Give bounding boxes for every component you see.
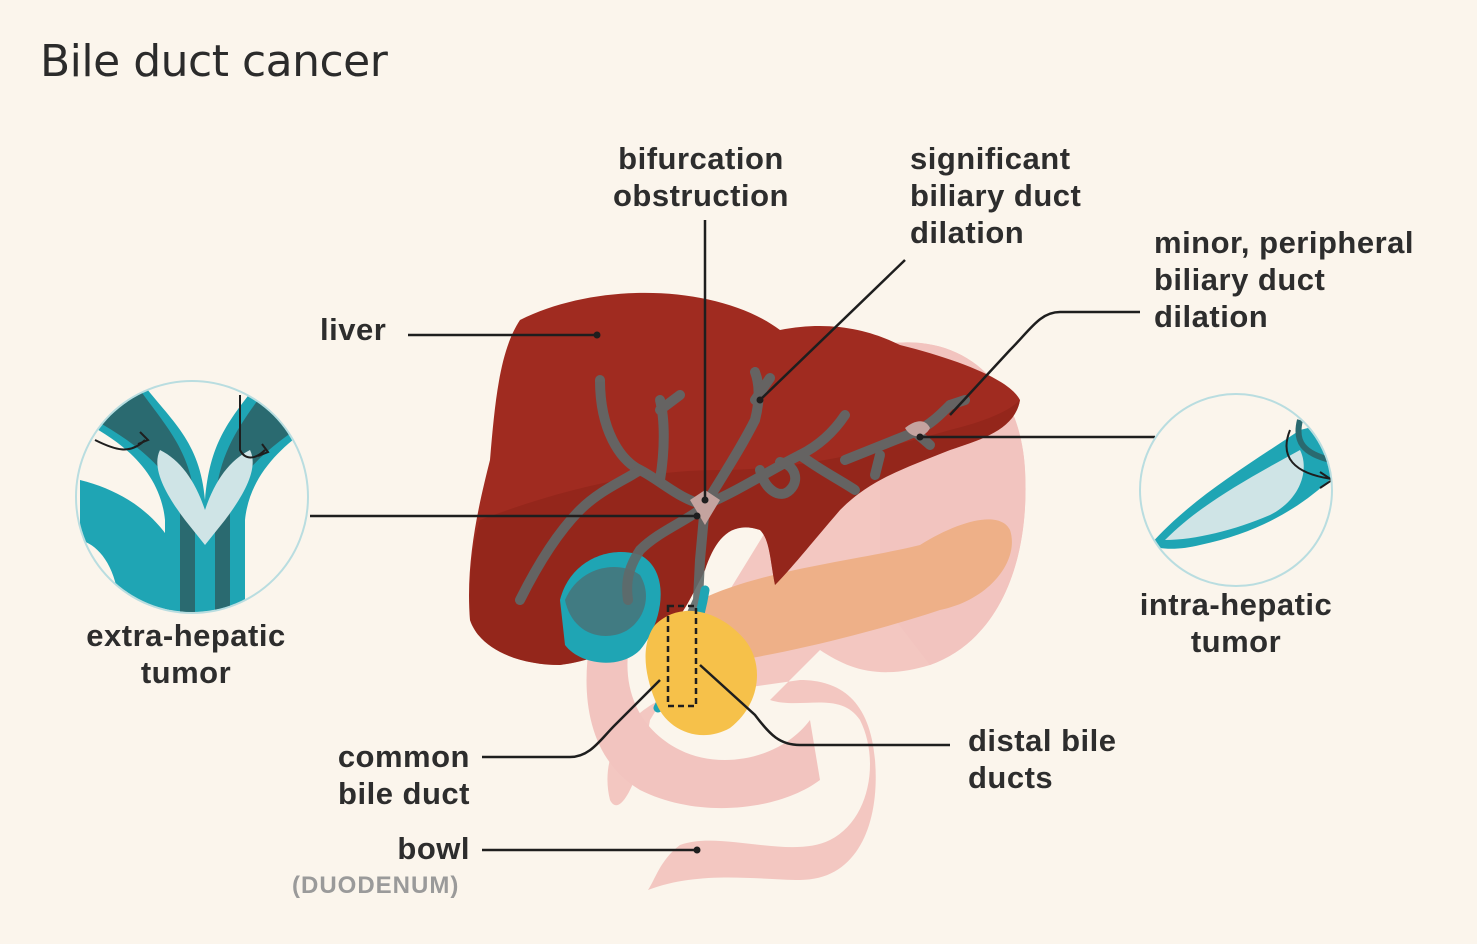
label-bifurcation-obstruction: bifurcation obstruction xyxy=(613,141,789,213)
label-duodenum: (DUODENUM) xyxy=(292,872,460,899)
label-extra-hepatic-tumor: extra-hepatic tumor xyxy=(86,618,286,690)
peripheral-dilation-marker xyxy=(905,421,930,437)
label-common-bile-duct: common bile duct xyxy=(337,739,470,811)
label-minor-peripheral-dilation: minor, peripheral biliary duct dilation xyxy=(1154,225,1415,334)
label-intra-hepatic-tumor: intra-hepatic tumor xyxy=(1139,587,1333,659)
intra-hepatic-tumor-inset xyxy=(1139,393,1333,587)
distal-tumor xyxy=(645,604,757,736)
page-title: Bile duct cancer xyxy=(40,36,388,87)
label-distal-bile-ducts: distal bile ducts xyxy=(968,723,1117,795)
extra-hepatic-tumor-inset xyxy=(75,380,309,614)
label-liver: liver xyxy=(320,312,387,347)
label-bowl: bowl xyxy=(397,831,470,866)
pancreas xyxy=(696,519,1012,661)
bifurcation-obstruction-marker xyxy=(690,490,720,525)
leader-lines xyxy=(310,220,1155,852)
leader-dots xyxy=(593,331,924,854)
label-significant-dilation: significant biliary duct dilation xyxy=(910,141,1082,250)
